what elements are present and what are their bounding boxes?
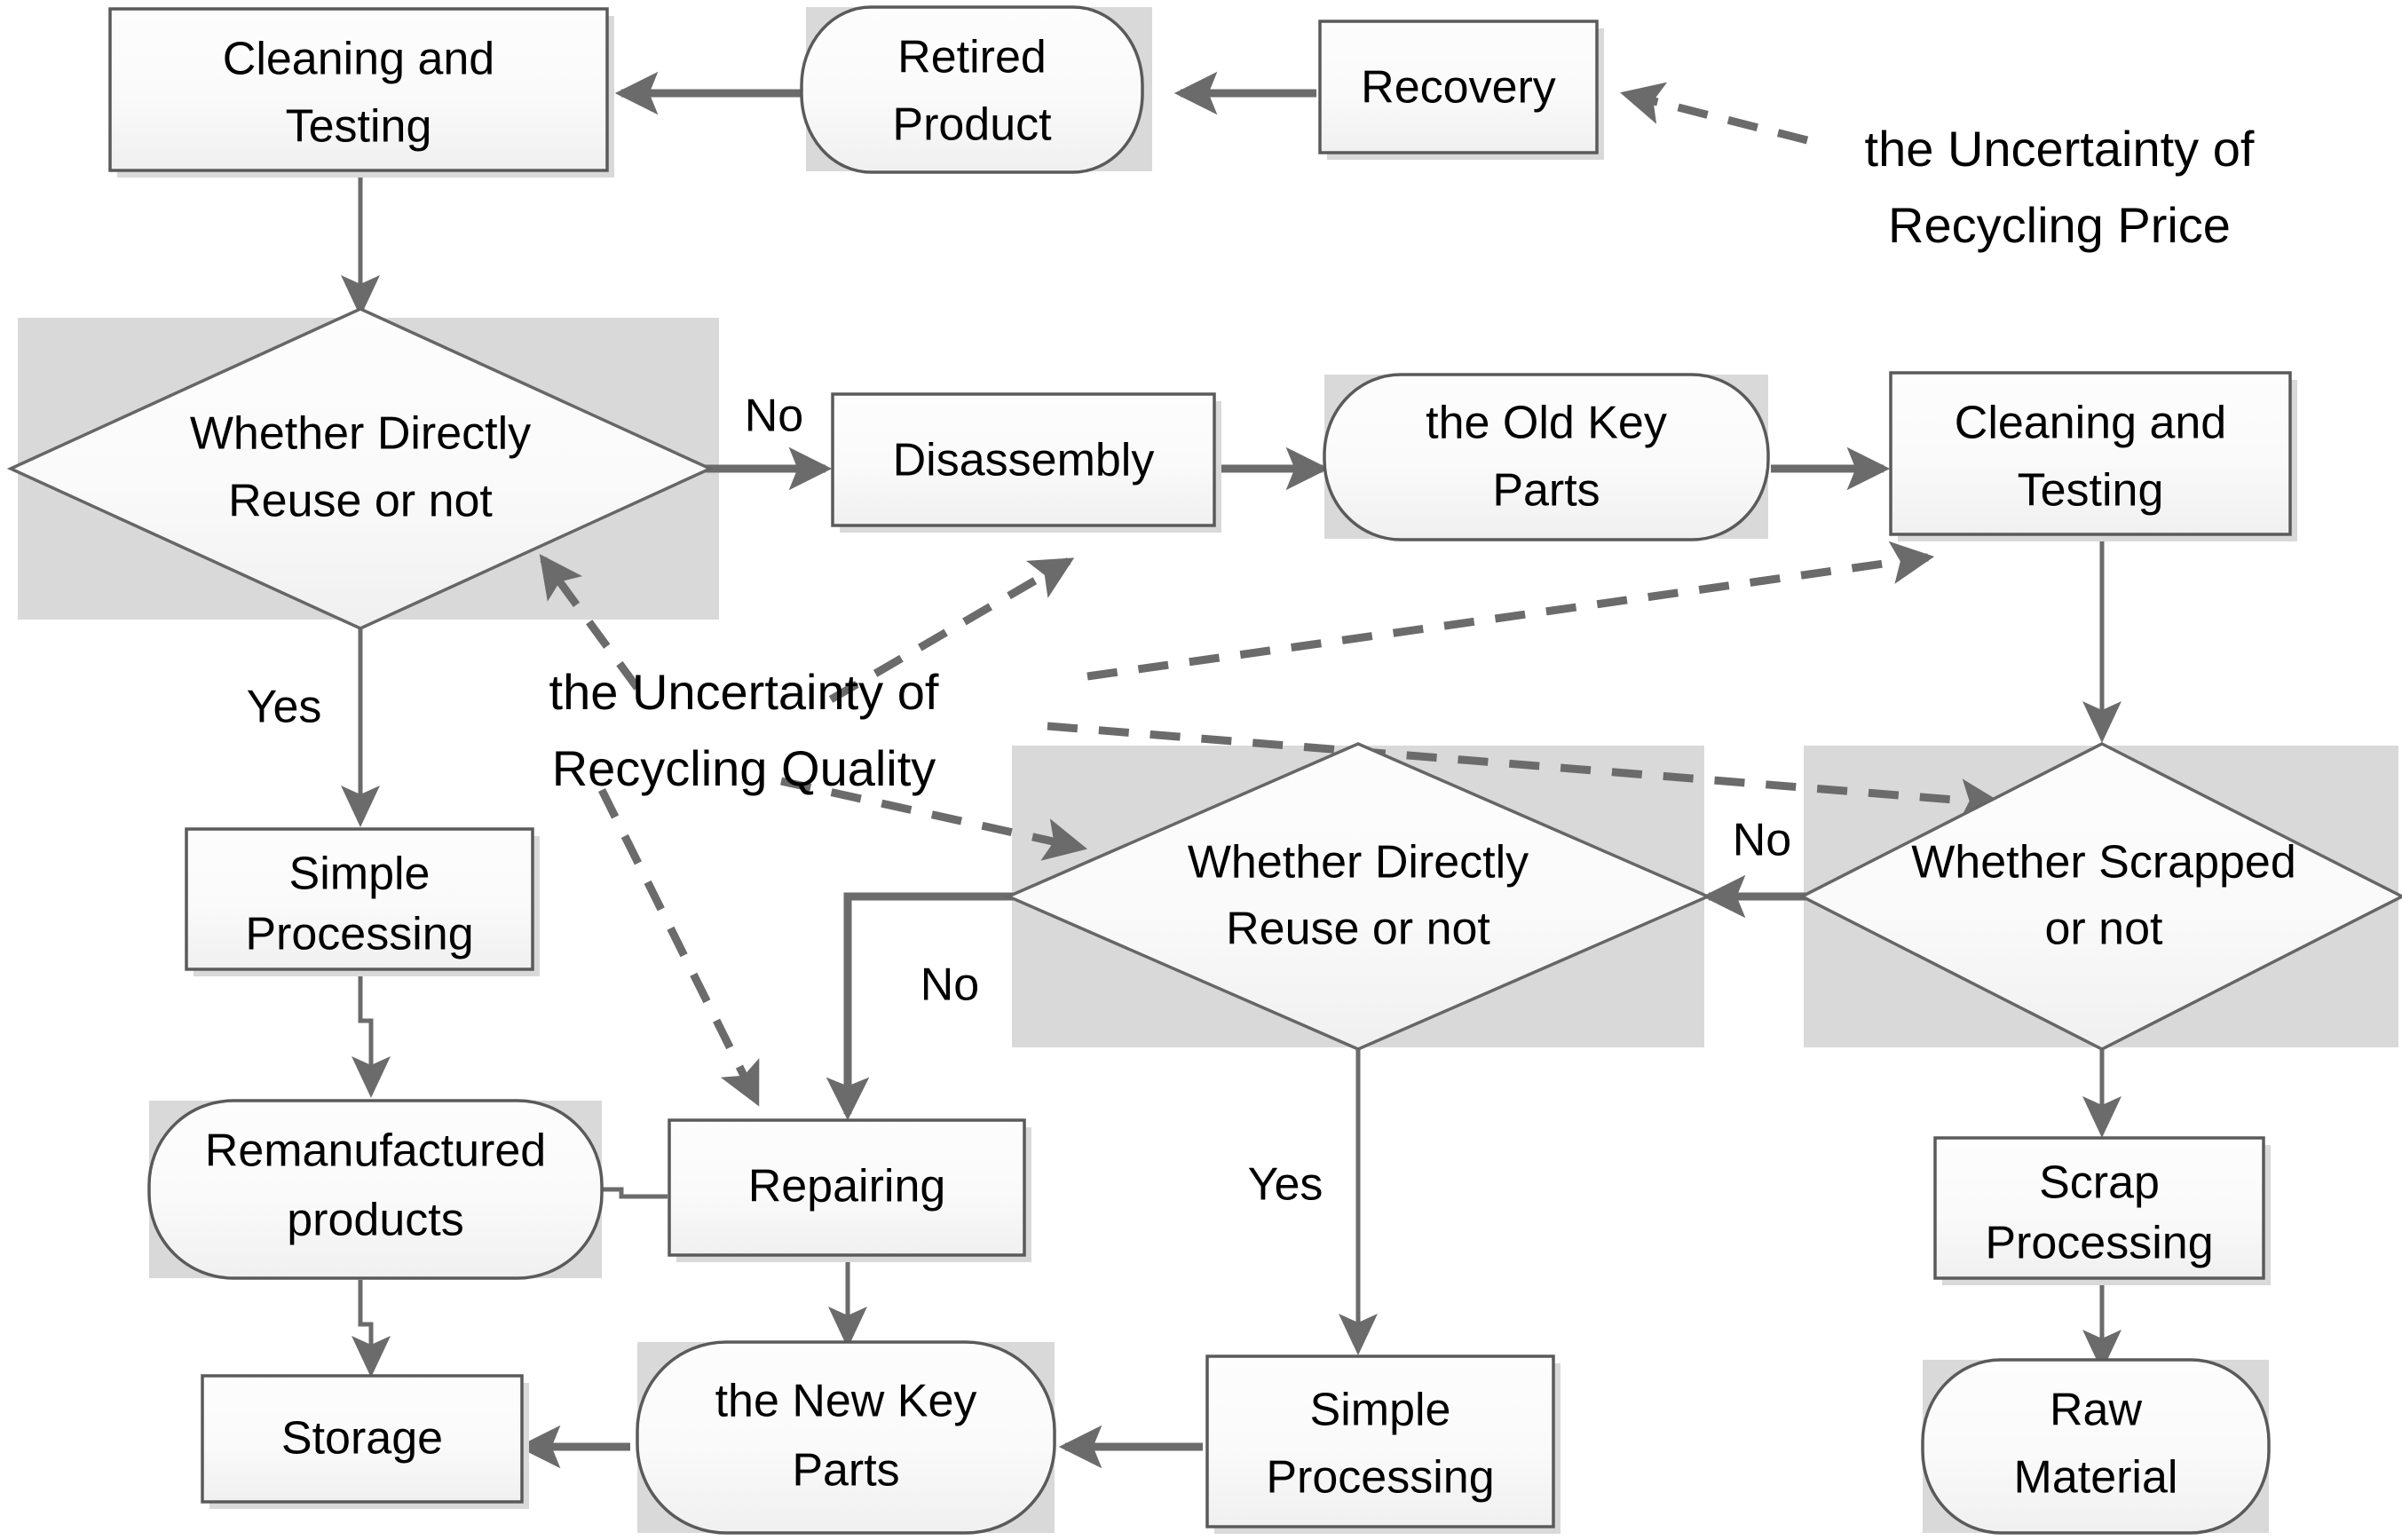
edge-decision-reuse-2-to-repairing [826, 892, 1019, 1121]
node-body [831, 392, 1216, 527]
node-body [1004, 742, 1712, 1051]
annotation-uncertainty-price: the Uncertainty of Recycling Price [1865, 121, 2255, 253]
node-cleaning-testing-2[interactable]: Cleaning and Testing [1889, 371, 2297, 541]
node-label-line2: Reuse or not [1226, 904, 1490, 955]
edge-simple-processing-1-to-remanufactured [352, 967, 391, 1098]
node-disassembly[interactable]: Disassembly [831, 392, 1221, 533]
node-label-line2: Product [892, 99, 1052, 151]
node-decision-reuse-1[interactable]: Whether Directly Reuse or not [6, 307, 715, 630]
edge-uncertainty-quality-to-repairing [597, 787, 761, 1107]
edge-uncertainty-quality-to-decision-scrapped [1047, 722, 2004, 822]
node-label-line1: Retired [897, 32, 1047, 83]
edge-uncertainty-quality-to-decision-reuse-1 [539, 554, 641, 691]
node-label-line2: Testing [2018, 465, 2164, 517]
node-body [636, 1340, 1056, 1535]
node-body [1323, 373, 1770, 541]
annotation-line1: the Uncertainty of [549, 664, 939, 720]
edge-uncertainty-quality-to-cleaning-2 [1086, 541, 1935, 681]
node-label-line2: Material [2014, 1452, 2178, 1504]
node-body [1798, 742, 2402, 1051]
node-body [185, 827, 534, 971]
node-label-line1: Repairing [748, 1161, 946, 1212]
node-label-line2: Parts [792, 1445, 899, 1497]
node-body [6, 307, 715, 630]
edge-uncertainty-price-to-recovery [1620, 82, 1809, 145]
edge-remanufactured-to-storage [352, 1280, 391, 1378]
node-new-key-parts[interactable]: the New Key Parts [636, 1340, 1056, 1535]
node-body [147, 1099, 604, 1280]
annotation-line2: Recycling Price [1888, 197, 2231, 253]
node-label-line1: Whether Directly [190, 408, 531, 460]
node-body [800, 5, 1144, 174]
node-label-line2: Processing [245, 909, 473, 960]
node-body [201, 1374, 524, 1504]
annotation-line2: Recycling Quality [552, 740, 936, 796]
annotation-line1: the Uncertainty of [1865, 121, 2255, 177]
node-body [1933, 1136, 2265, 1280]
node-label-line1: Cleaning and [1955, 398, 2226, 449]
node-raw-material[interactable]: Raw Material [1921, 1358, 2271, 1535]
node-label-line1: Cleaning and [223, 34, 494, 85]
node-body [1889, 371, 2292, 536]
node-label-line1: Storage [281, 1413, 443, 1465]
node-label-line1: the Old Key [1426, 398, 1667, 449]
node-remanufactured-products[interactable]: Remanufactured products [147, 1099, 604, 1280]
node-label-line1: Raw [2050, 1385, 2142, 1436]
edge-label-no-repairing: No [921, 960, 979, 1011]
node-label-line1: Whether Scrapped [1911, 837, 2296, 888]
node-label-line2: Processing [1985, 1218, 2213, 1269]
node-scrap-processing[interactable]: Scrap Processing [1933, 1136, 2271, 1285]
node-retired-product[interactable]: Retired Product [800, 5, 1144, 174]
edge-remanufactured-to-repairing [597, 1187, 668, 1199]
edge-label-yes-simple-processing-1: Yes [247, 682, 322, 733]
node-decision-reuse-2[interactable]: Whether Directly Reuse or not [1004, 742, 1712, 1051]
node-old-key-parts[interactable]: the Old Key Parts [1323, 373, 1770, 541]
node-label-line1: Scrap [2039, 1157, 2160, 1209]
node-label-line1: Disassembly [893, 435, 1155, 486]
node-body [668, 1118, 1026, 1257]
edge-label-yes-simple-processing-2: Yes [1248, 1159, 1323, 1211]
node-simple-processing-1[interactable]: Simple Processing [185, 827, 540, 976]
node-repairing[interactable]: Repairing [668, 1118, 1031, 1262]
node-simple-processing-2[interactable]: Simple Processing [1205, 1354, 1561, 1534]
node-cleaning-testing-1[interactable]: Cleaning and Testing [108, 7, 614, 178]
node-label-line2: Reuse or not [228, 476, 493, 527]
node-body [1318, 20, 1599, 154]
edge-uncertainty-quality-to-disassembly [828, 557, 1075, 703]
node-label-line2: products [287, 1195, 463, 1246]
node-storage[interactable]: Storage [201, 1374, 529, 1509]
node-recovery[interactable]: Recovery [1318, 20, 1604, 160]
node-body [1205, 1354, 1555, 1528]
node-label-line1: Whether Directly [1188, 837, 1529, 888]
edge-label-no-disassembly: No [745, 391, 803, 442]
node-label-line1: Recovery [1361, 62, 1556, 114]
node-decision-scrapped[interactable]: Whether Scrapped or not [1798, 742, 2402, 1051]
node-label-line2: Processing [1266, 1452, 1494, 1504]
edge-label-no-scrapped: No [1733, 815, 1791, 866]
node-label-line1: Remanufactured [205, 1125, 546, 1177]
node-label-line2: or not [2045, 904, 2164, 955]
node-label-line1: Simple [1310, 1385, 1451, 1436]
node-body [1921, 1358, 2271, 1535]
node-label-line2: Parts [1492, 465, 1600, 517]
node-label-line1: Simple [289, 849, 431, 900]
annotation-uncertainty-quality: the Uncertainty of Recycling Quality [549, 664, 939, 796]
node-label-line1: the New Key [715, 1376, 977, 1427]
node-body [108, 7, 609, 172]
node-label-line2: Testing [286, 101, 432, 153]
